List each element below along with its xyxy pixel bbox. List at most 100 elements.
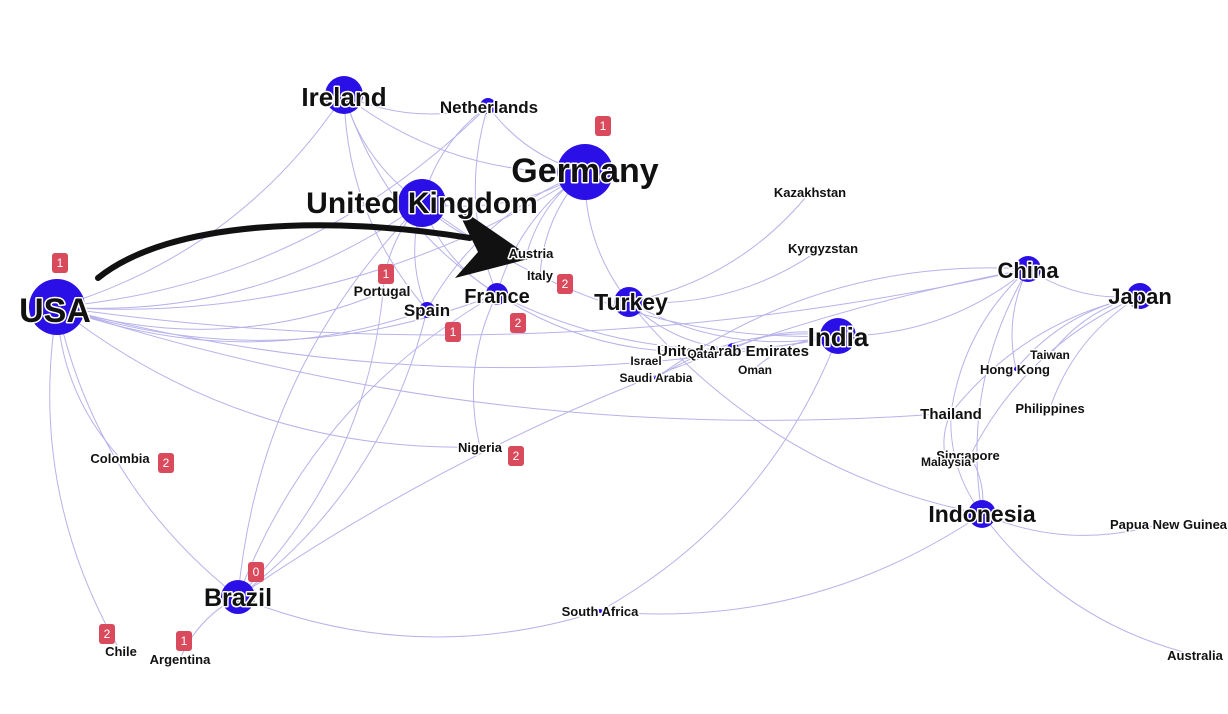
- badge-box: [595, 116, 611, 136]
- label-italy: Italy: [527, 268, 554, 283]
- edge-japan-philippines: [1049, 295, 1141, 409]
- node-australia: [1193, 653, 1197, 657]
- edge-india-china: [837, 268, 1029, 337]
- edge-china-brazil: [237, 268, 1029, 598]
- edge-china-indonesia: [976, 268, 1029, 515]
- edge-usa-chile: [49, 306, 122, 653]
- label-singapore: Singapore: [936, 448, 1000, 463]
- edge-southafrica-indonesia: [599, 513, 983, 615]
- node-nigeria: [478, 445, 482, 449]
- badge-italy: 2: [557, 274, 573, 294]
- edge-turkey-kyrgyzstan: [628, 247, 823, 304]
- node-qatar: [708, 350, 712, 354]
- edge-ireland-spain: [343, 94, 428, 311]
- label-chile: Chile: [105, 644, 137, 659]
- edge-turkey-india: [628, 301, 839, 343]
- node-israel: [643, 358, 647, 362]
- node-kyrgyzstan: [820, 246, 824, 250]
- label-oman: Oman: [738, 363, 772, 377]
- badge-box: [557, 274, 573, 294]
- label-france: France: [464, 286, 530, 308]
- node-portugal: [378, 287, 388, 297]
- edge-brazil-southafrica: [237, 596, 601, 638]
- arrow-stroke: [95, 222, 473, 281]
- label-china: China: [997, 258, 1059, 283]
- edge-brazil-portugal: [237, 291, 384, 598]
- label-png: Papua New Guinea: [1110, 517, 1228, 532]
- badge-count: 1: [383, 267, 390, 281]
- node-kazakhstan: [808, 190, 812, 194]
- edge-france-nigeria: [472, 293, 498, 448]
- badge-box: [52, 253, 68, 273]
- edge-usa-india: [56, 306, 839, 369]
- badge-germany: 1: [595, 116, 611, 136]
- edge-usa-thailand: [56, 306, 952, 421]
- badge-box: [378, 264, 394, 284]
- label-argentina: Argentina: [150, 652, 211, 667]
- edge-usa-portugal: [56, 291, 384, 330]
- label-malaysia: Malaysia: [921, 455, 971, 469]
- hand-drawn-arrow: [95, 205, 532, 281]
- node-singapore: [968, 454, 972, 458]
- edge-usa-uk: [56, 202, 423, 309]
- edge-usa-france: [56, 293, 498, 341]
- label-indonesia: Indonesia: [928, 501, 1036, 527]
- node-turkey: [614, 287, 644, 317]
- badge-count: 1: [450, 325, 457, 339]
- node-ireland: [325, 76, 363, 114]
- edge-indonesia-australia: [981, 513, 1196, 656]
- edge-netherlands-france: [474, 105, 498, 295]
- label-usa: USA: [19, 292, 91, 330]
- edge-brazil-spain: [237, 309, 428, 598]
- label-uae: United Arab Emirates: [657, 343, 809, 360]
- edge-japan-hongkong: [1015, 295, 1141, 370]
- badge-count: 2: [104, 627, 111, 641]
- badge-spain: 1: [445, 322, 461, 342]
- edge-turkey-kazakhstan: [628, 191, 811, 303]
- label-ireland: Ireland: [301, 82, 386, 112]
- node-germany: [557, 144, 613, 200]
- badge-argentina: 1: [176, 631, 192, 651]
- node-france: [486, 283, 508, 305]
- label-israel: Israel: [630, 354, 661, 368]
- label-india: India: [808, 322, 869, 352]
- label-netherlands: Netherlands: [440, 98, 538, 117]
- node-philippines: [1048, 406, 1052, 410]
- node-chile: [119, 650, 123, 654]
- node-japan: [1127, 283, 1153, 309]
- label-brazil: Brazil: [204, 584, 272, 612]
- edge-india-saudi: [655, 333, 839, 379]
- node-layer: [29, 76, 1197, 661]
- label-austria: Austria: [509, 246, 555, 261]
- badge-count: 1: [57, 256, 64, 270]
- edge-france-uae: [496, 293, 734, 353]
- edge-indonesia-png: [981, 513, 1161, 536]
- label-saudi: Saudi Arabia: [620, 371, 693, 385]
- label-colombia: Colombia: [90, 451, 150, 466]
- edge-usa-china: [56, 268, 1029, 336]
- badge-box: [445, 322, 461, 342]
- arrow-head-icon: [455, 205, 532, 278]
- edge-china-saudi: [655, 267, 1029, 379]
- edge-usa-germany: [56, 171, 586, 310]
- edge-france-india: [496, 293, 839, 350]
- label-taiwan: Taiwan: [1030, 348, 1070, 362]
- node-thailand: [946, 408, 956, 418]
- node-brazil: [221, 580, 255, 614]
- label-japan: Japan: [1108, 284, 1172, 309]
- badge-count: 2: [562, 277, 569, 291]
- node-netherlands: [480, 98, 496, 114]
- edge-usa-nigeria: [56, 306, 481, 448]
- label-kyrgyzstan: Kyrgyzstan: [788, 241, 858, 256]
- badge-count: 2: [513, 449, 520, 463]
- node-taiwan: [1048, 353, 1052, 357]
- badge-box: [176, 631, 192, 651]
- badge-nigeria: 2: [508, 446, 524, 466]
- badge-box: [508, 446, 524, 466]
- edge-usa-ireland: [56, 94, 345, 308]
- label-nigeria: Nigeria: [458, 440, 503, 455]
- node-india: [820, 318, 856, 354]
